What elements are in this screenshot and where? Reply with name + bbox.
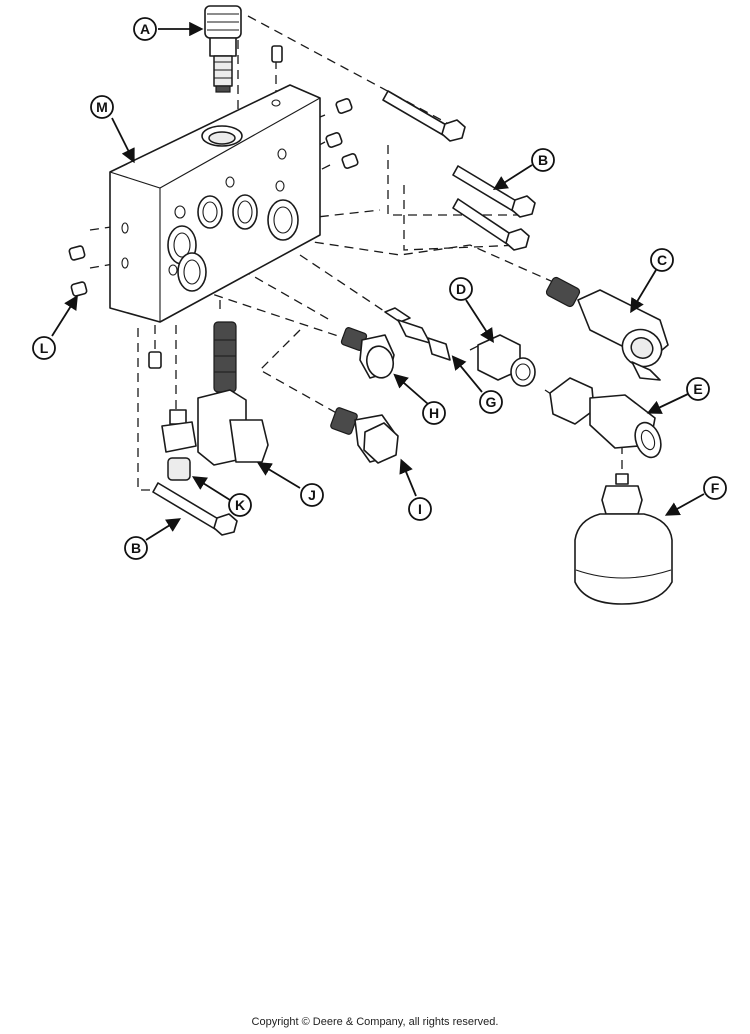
callout-l: L <box>32 336 56 360</box>
solenoid-valve-c <box>545 276 669 381</box>
callout-h: H <box>422 401 446 425</box>
callout-e: E <box>686 377 710 401</box>
solenoid-valve-j <box>197 321 269 466</box>
callout-b-lower: B <box>124 536 148 560</box>
callout-a: A <box>133 17 157 41</box>
callout-label-g: G <box>486 394 497 410</box>
callout-label-c: C <box>657 252 667 268</box>
callout-label-j: J <box>308 487 316 503</box>
assembly-guide-lines <box>89 15 623 491</box>
callout-label-i: I <box>418 501 422 517</box>
sensor-g <box>384 307 451 361</box>
accumulator-f <box>574 473 673 605</box>
fitting-d <box>477 334 536 387</box>
callout-f: F <box>703 476 727 500</box>
plugs <box>68 45 359 369</box>
callout-i: I <box>408 497 432 521</box>
switch-k <box>161 409 197 481</box>
callout-label-f: F <box>711 480 720 496</box>
manifold-block <box>109 84 321 323</box>
callout-label-b-upper: B <box>538 152 548 168</box>
callout-k: K <box>228 493 252 517</box>
callout-label-l: L <box>40 340 49 356</box>
callout-j: J <box>300 483 324 507</box>
cartridge-valve-a <box>204 5 242 93</box>
copyright-notice: Copyright © Deere & Company, all rights … <box>251 1016 499 1028</box>
callout-g: G <box>479 390 503 414</box>
adapter-e <box>549 377 662 459</box>
callout-label-h: H <box>429 405 439 421</box>
callout-d: D <box>449 277 473 301</box>
callout-m: M <box>90 95 114 119</box>
check-valve-i <box>330 407 399 464</box>
callout-c: C <box>650 248 674 272</box>
leader-lines <box>51 21 705 541</box>
callout-label-k: K <box>235 497 245 513</box>
callout-label-b-lower: B <box>131 540 141 556</box>
callout-label-d: D <box>456 281 466 297</box>
callout-label-m: M <box>96 99 108 115</box>
bolts <box>152 90 536 536</box>
callout-label-e: E <box>693 381 702 397</box>
relief-valve-h <box>340 327 395 379</box>
callout-b-upper: B <box>531 148 555 172</box>
callout-label-a: A <box>140 21 150 37</box>
